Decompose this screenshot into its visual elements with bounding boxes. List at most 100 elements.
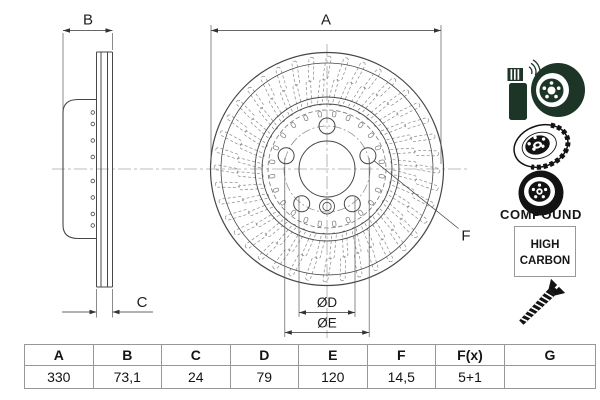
vent-slot	[308, 56, 315, 82]
bolt-hole	[359, 147, 377, 165]
f-leader-line	[374, 160, 459, 229]
vent-slot	[237, 157, 264, 169]
set-screw-hole	[319, 198, 335, 215]
dim-arrow	[284, 330, 292, 335]
table-header-g: G	[504, 344, 596, 366]
vent-slot	[250, 119, 272, 139]
value-a: 330	[24, 365, 94, 389]
bolt-dot	[531, 187, 535, 192]
compound-disc-icon	[518, 170, 564, 216]
table-header-row: A B C D E F F(x) G	[24, 344, 596, 366]
bolt-hole	[318, 117, 336, 135]
vent-slot	[226, 114, 248, 132]
value-e: 120	[298, 365, 368, 389]
vent-slot	[380, 122, 406, 136]
vent-slot	[351, 227, 362, 254]
bolt-hole	[293, 195, 311, 213]
vent-slot	[291, 60, 300, 86]
hat-outline	[62, 98, 97, 240]
compound-label: COMPOUND	[500, 207, 582, 222]
vent-slot	[242, 193, 269, 204]
vent-slot	[339, 256, 346, 282]
set-screw-hole-inner	[322, 201, 332, 212]
table-value-row: 330 73,1 24 79 120 14,5 5+1	[24, 365, 596, 389]
dim-label-a: A	[321, 12, 331, 29]
vent-slot	[219, 130, 243, 146]
inner-mark	[357, 122, 364, 129]
dim-arrow	[434, 28, 441, 33]
bolt-hole	[343, 195, 361, 213]
vent-slot	[305, 256, 318, 281]
bolt-dot	[542, 86, 547, 90]
vent-slot	[405, 117, 429, 129]
vent-slot	[390, 159, 418, 167]
vent-slot	[397, 102, 421, 117]
inner-mark	[345, 217, 351, 224]
bolt-dot	[537, 183, 542, 187]
vent-slot	[315, 232, 327, 259]
bolt-hole	[277, 147, 295, 165]
bolt-dot	[541, 137, 546, 141]
hat-bolt-hole-side	[90, 178, 95, 184]
value-c: 24	[161, 365, 231, 389]
vent-slot	[225, 209, 249, 221]
vent-slot	[385, 134, 412, 145]
high-carbon-box	[514, 226, 576, 277]
vent-slot	[357, 92, 377, 114]
dim-arrow	[112, 309, 120, 315]
inner-mark	[303, 114, 309, 121]
bolt-dot	[533, 135, 537, 140]
vent-slot	[218, 196, 244, 205]
high-carbon-line2: CARBON	[520, 255, 570, 267]
vent-slot	[414, 150, 440, 157]
vent-slot	[350, 61, 366, 85]
value-b: 73,1	[92, 365, 162, 389]
bolt-pitch-circle	[283, 125, 371, 213]
inner-mark	[332, 111, 337, 118]
center-bore	[298, 140, 356, 198]
dim-arrow	[105, 28, 113, 33]
table-header-f: F	[366, 344, 436, 366]
dim-label-f: F	[461, 228, 470, 245]
inner-mark	[378, 159, 385, 164]
dim-arrow	[348, 310, 355, 315]
vent-slot	[215, 147, 240, 160]
vent-slot	[260, 75, 275, 99]
inner-mark	[317, 111, 322, 118]
hub-bore-center	[538, 190, 541, 193]
vent-slot	[379, 239, 394, 263]
inner-mark	[367, 199, 374, 206]
vent-slot	[388, 147, 416, 155]
vent-slot	[238, 183, 266, 191]
cap-stripe	[514, 69, 516, 80]
inner-mark	[290, 122, 297, 129]
spray-arc	[528, 66, 533, 75]
inner-mark	[357, 209, 364, 216]
vent-slot	[382, 199, 404, 219]
cap-stripe	[510, 69, 513, 80]
vent-slot	[247, 86, 264, 109]
dim-arrow	[362, 330, 370, 335]
dim-arrow	[299, 310, 306, 315]
dim-label-d: ØD	[317, 295, 338, 310]
vent-slot	[244, 232, 267, 249]
vent-slot	[373, 110, 398, 128]
inner-mark	[290, 209, 297, 216]
vent-slot	[368, 215, 386, 240]
bolt-dot	[541, 144, 545, 148]
vent-slot	[322, 257, 332, 283]
inner-mark	[367, 132, 374, 139]
vent-slot	[244, 131, 268, 148]
vent-slot	[305, 80, 313, 108]
hat-bolt-hole-side	[90, 110, 95, 115]
vent-slot	[317, 78, 325, 106]
inner-mark	[280, 132, 287, 139]
vent-slot	[376, 77, 397, 97]
vent-slot	[411, 192, 435, 208]
vent-slot	[235, 99, 255, 120]
dim-label-c: C	[137, 294, 148, 311]
vent-slot	[336, 57, 349, 82]
bolt-dot	[534, 195, 538, 199]
inner-mark	[375, 145, 382, 151]
dim-arrow	[211, 28, 218, 33]
